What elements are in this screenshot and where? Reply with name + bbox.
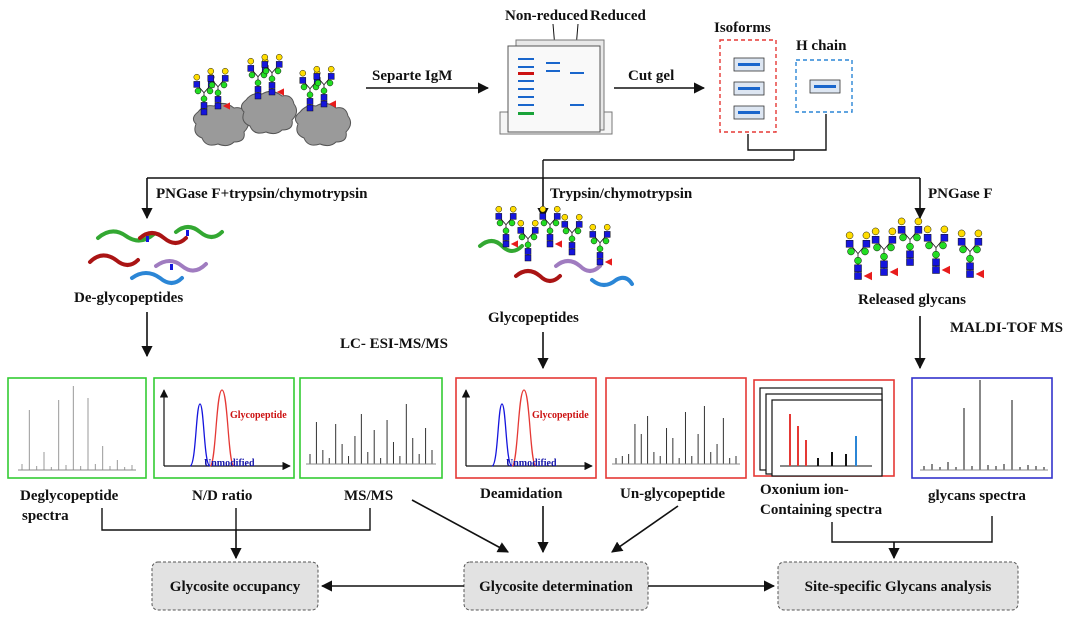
gel-band bbox=[518, 104, 534, 106]
final-box-occupancy bbox=[151, 561, 319, 611]
gel-band bbox=[518, 112, 534, 115]
branch-middle-label: Trypsin/chymotrypsin bbox=[550, 186, 693, 202]
isoform-band bbox=[738, 63, 760, 66]
label-msms: MS/MS bbox=[344, 488, 393, 504]
gel-band bbox=[518, 88, 534, 90]
panel-deglycopeptide-spectra bbox=[7, 377, 147, 479]
glycan-icon bbox=[561, 213, 583, 256]
glycopeptides-label: Glycopeptides bbox=[488, 310, 579, 326]
arrow-msms-to-determination bbox=[411, 499, 509, 553]
isoforms-label: Isoforms bbox=[714, 20, 771, 36]
final-determination-label: Glycosite determination bbox=[479, 579, 633, 595]
deglycopeptides-graphic bbox=[88, 225, 224, 285]
panel-unglycopeptide bbox=[605, 377, 747, 479]
panel-msms bbox=[299, 377, 443, 479]
gel-band bbox=[570, 104, 584, 106]
label-deglycopeptide-line2: spectra bbox=[22, 508, 69, 524]
merge-bracket bbox=[747, 114, 827, 151]
gel-band bbox=[518, 72, 534, 75]
gel-band bbox=[546, 70, 560, 72]
nd-peak-glycopeptide-label: Glycopeptide bbox=[230, 410, 287, 421]
gel-graphic: Non-reduced Reduced bbox=[499, 8, 646, 135]
glycan-icon bbox=[495, 205, 518, 248]
protein-blob bbox=[294, 102, 352, 147]
gel-band bbox=[518, 66, 534, 68]
final-occupancy-label: Glycosite occupancy bbox=[170, 579, 301, 595]
glycan-icon bbox=[845, 231, 872, 281]
panel-glycans-spectra bbox=[911, 377, 1053, 479]
glycan-icon bbox=[897, 217, 923, 266]
gel-band bbox=[518, 58, 534, 60]
branch-right-label: PNGase F bbox=[928, 186, 993, 202]
glycan-icon bbox=[517, 219, 539, 262]
panel-oxonium-stack bbox=[753, 379, 895, 477]
glycan-icon bbox=[589, 223, 612, 266]
deam-peak-unmodified-label: Unmodified bbox=[506, 458, 557, 469]
glycan-icon bbox=[261, 53, 284, 96]
released-glycans-label: Released glycans bbox=[858, 292, 966, 308]
igm-glycoproteins-graphic bbox=[192, 53, 352, 147]
h-chain-label: H chain bbox=[796, 38, 847, 54]
deglycopeptides-label: De-glycopeptides bbox=[74, 290, 183, 306]
gel-band bbox=[518, 96, 534, 98]
isoforms-box bbox=[719, 39, 777, 133]
gel-band bbox=[570, 72, 584, 74]
maldi-label: MALDI-TOF MS bbox=[950, 320, 1063, 336]
isoform-band bbox=[738, 87, 760, 90]
label-glycans-spectra: glycans spectra bbox=[928, 488, 1026, 504]
glycan-icon bbox=[299, 69, 321, 112]
label-deamidation: Deamidation bbox=[480, 486, 563, 502]
label-oxonium-line1: Oxonium ion- bbox=[760, 482, 849, 498]
cut-gel-label: Cut gel bbox=[628, 68, 674, 84]
final-box-site-specific bbox=[777, 561, 1019, 611]
glycan-icon bbox=[539, 205, 562, 248]
h-chain-box bbox=[795, 59, 853, 113]
deam-peak-glycopeptide-label: Glycopeptide bbox=[532, 410, 589, 421]
separate-label: Separte IgM bbox=[372, 68, 452, 84]
glycan-icon bbox=[207, 67, 230, 110]
glycopeptides-graphic bbox=[478, 205, 634, 287]
released-glycans-graphic bbox=[845, 217, 984, 281]
lc-esi-label: LC- ESI-MS/MS bbox=[340, 336, 448, 352]
branch-left-label: PNGase F+trypsin/chymotrypsin bbox=[156, 186, 368, 202]
connector-site-specific bbox=[831, 516, 993, 543]
isoform-band bbox=[738, 111, 760, 114]
glycan-icon bbox=[923, 225, 950, 275]
gel-band bbox=[518, 80, 534, 82]
nd-ratio-plot: Glycopeptide Unmodified bbox=[159, 389, 291, 471]
label-deglycopeptide-line1: Deglycopeptide bbox=[20, 488, 119, 504]
label-unglycopeptide: Un-glycopeptide bbox=[620, 486, 725, 502]
glycan-icon bbox=[871, 227, 898, 277]
gel-non-reduced-label: Non-reduced bbox=[505, 8, 589, 24]
glycan-icon bbox=[957, 229, 984, 279]
deamidation-plot: Glycopeptide Unmodified bbox=[461, 389, 593, 471]
label-nd-ratio: N/D ratio bbox=[192, 488, 252, 504]
label-oxonium-line2: Containing spectra bbox=[760, 502, 883, 518]
final-site-specific-label: Site-specific Glycans analysis bbox=[805, 579, 992, 595]
nd-peak-unmodified-label: Unmodified bbox=[204, 458, 255, 469]
glycan-icon bbox=[313, 65, 336, 108]
gel-band bbox=[546, 62, 560, 64]
gel-reduced-label: Reduced bbox=[590, 8, 646, 24]
protein-blob bbox=[240, 90, 298, 135]
arrow-unglyco-to-determination bbox=[611, 505, 679, 553]
